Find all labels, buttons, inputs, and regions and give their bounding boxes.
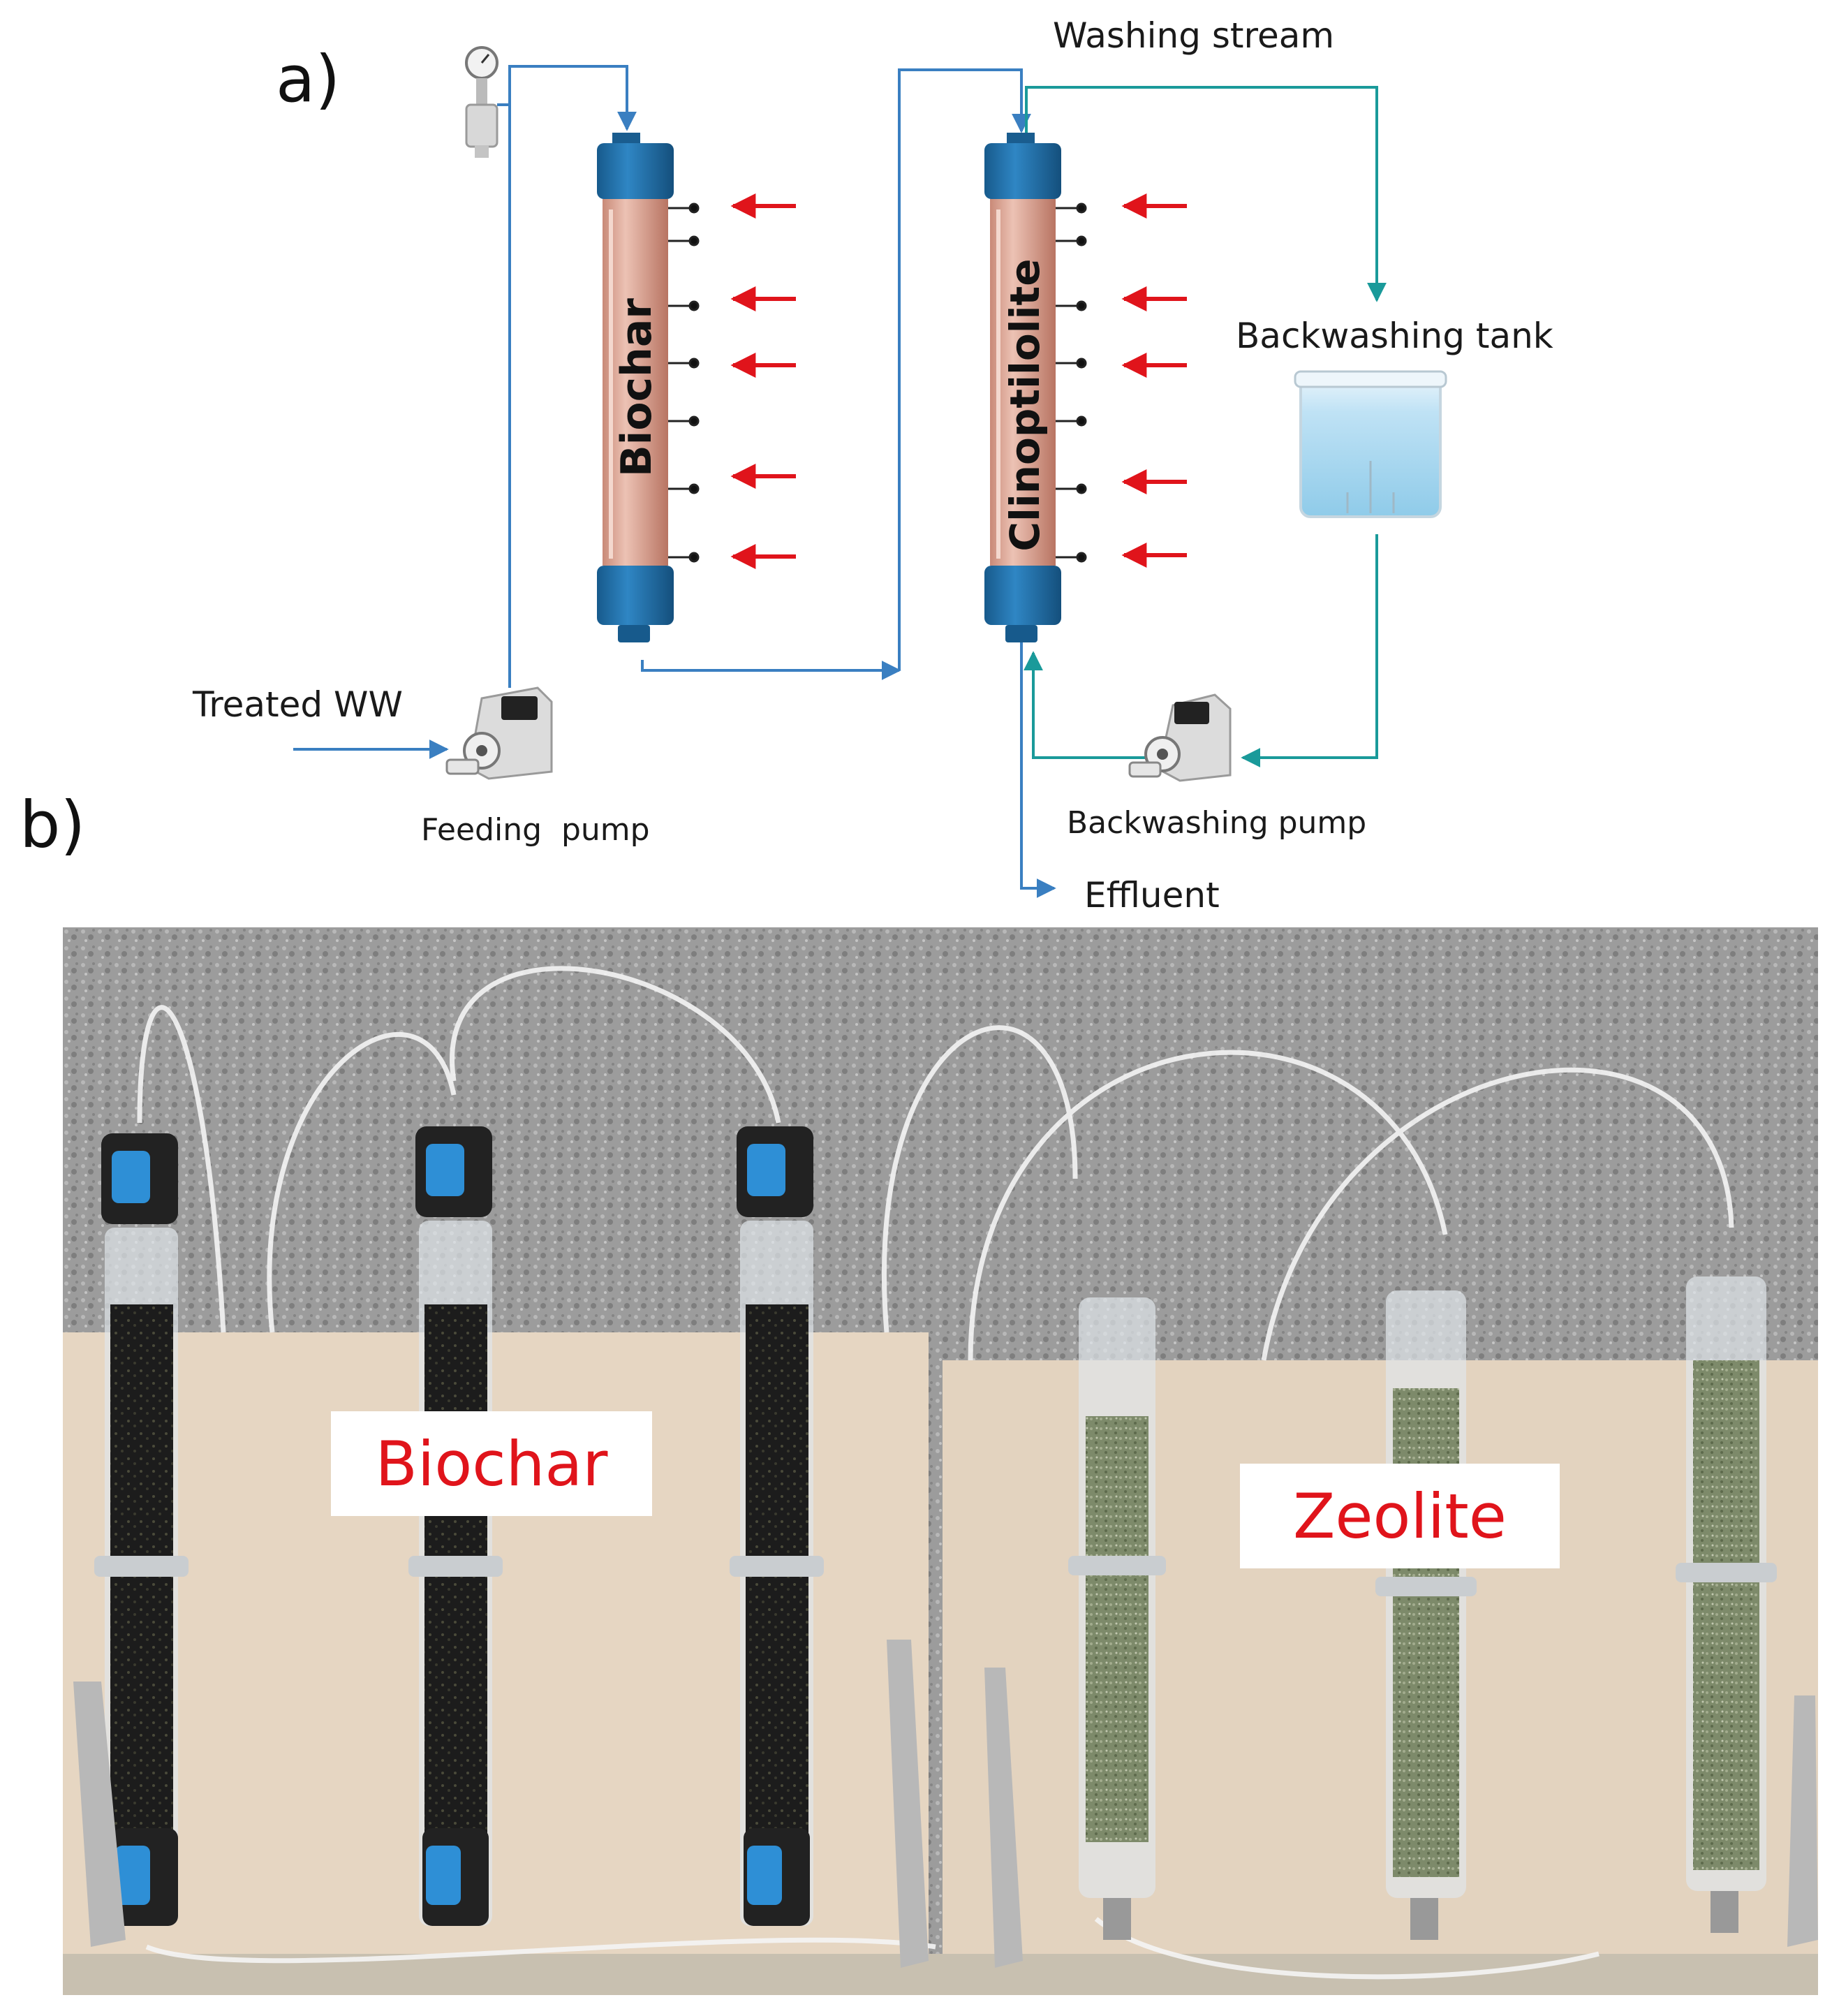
panel-a-letter: a) [276,42,341,117]
clinoptilolite-sampling-ports [1056,203,1087,563]
process-diagram: Biochar Clinoptilolite [293,46,1447,898]
photo-illustration [63,927,1818,1995]
backwashing-tank-label: Backwashing tank [1236,316,1553,356]
biochar-sampling-arrows [730,193,796,569]
effluent-label: Effluent [1084,875,1220,915]
backwash-line [1024,86,1387,767]
experimental-setup-photo: Biochar Zeolite [63,927,1818,1995]
pressure-gauge-icon [465,46,498,158]
washing-stream-label: Washing stream [1053,15,1335,56]
biochar-column [597,133,674,642]
clinoptilolite-column [984,133,1061,642]
feed-line [293,65,1056,898]
clinoptilolite-sampling-arrows [1121,193,1187,568]
panel-b-letter: b) [20,788,86,862]
biochar-columns-photo [94,1126,824,1926]
backwashing-pump-icon [1128,693,1232,782]
biochar-sampling-ports [668,203,700,563]
backwashing-pump-label: Backwashing pump [1067,805,1367,841]
backwashing-tank-icon [1294,370,1447,518]
zeolite-columns-photo [1068,1276,1777,1940]
treated-ww-label: Treated WW [193,684,403,725]
biochar-photo-label: Biochar [331,1411,652,1516]
zeolite-photo-label: Zeolite [1240,1464,1560,1568]
biochar-column-label: Biochar [612,298,661,477]
feeding-pump-label: Feeding pump [421,812,650,848]
feeding-pump-icon [445,686,553,780]
clinoptilolite-column-label: Clinoptilolite [1001,258,1049,551]
